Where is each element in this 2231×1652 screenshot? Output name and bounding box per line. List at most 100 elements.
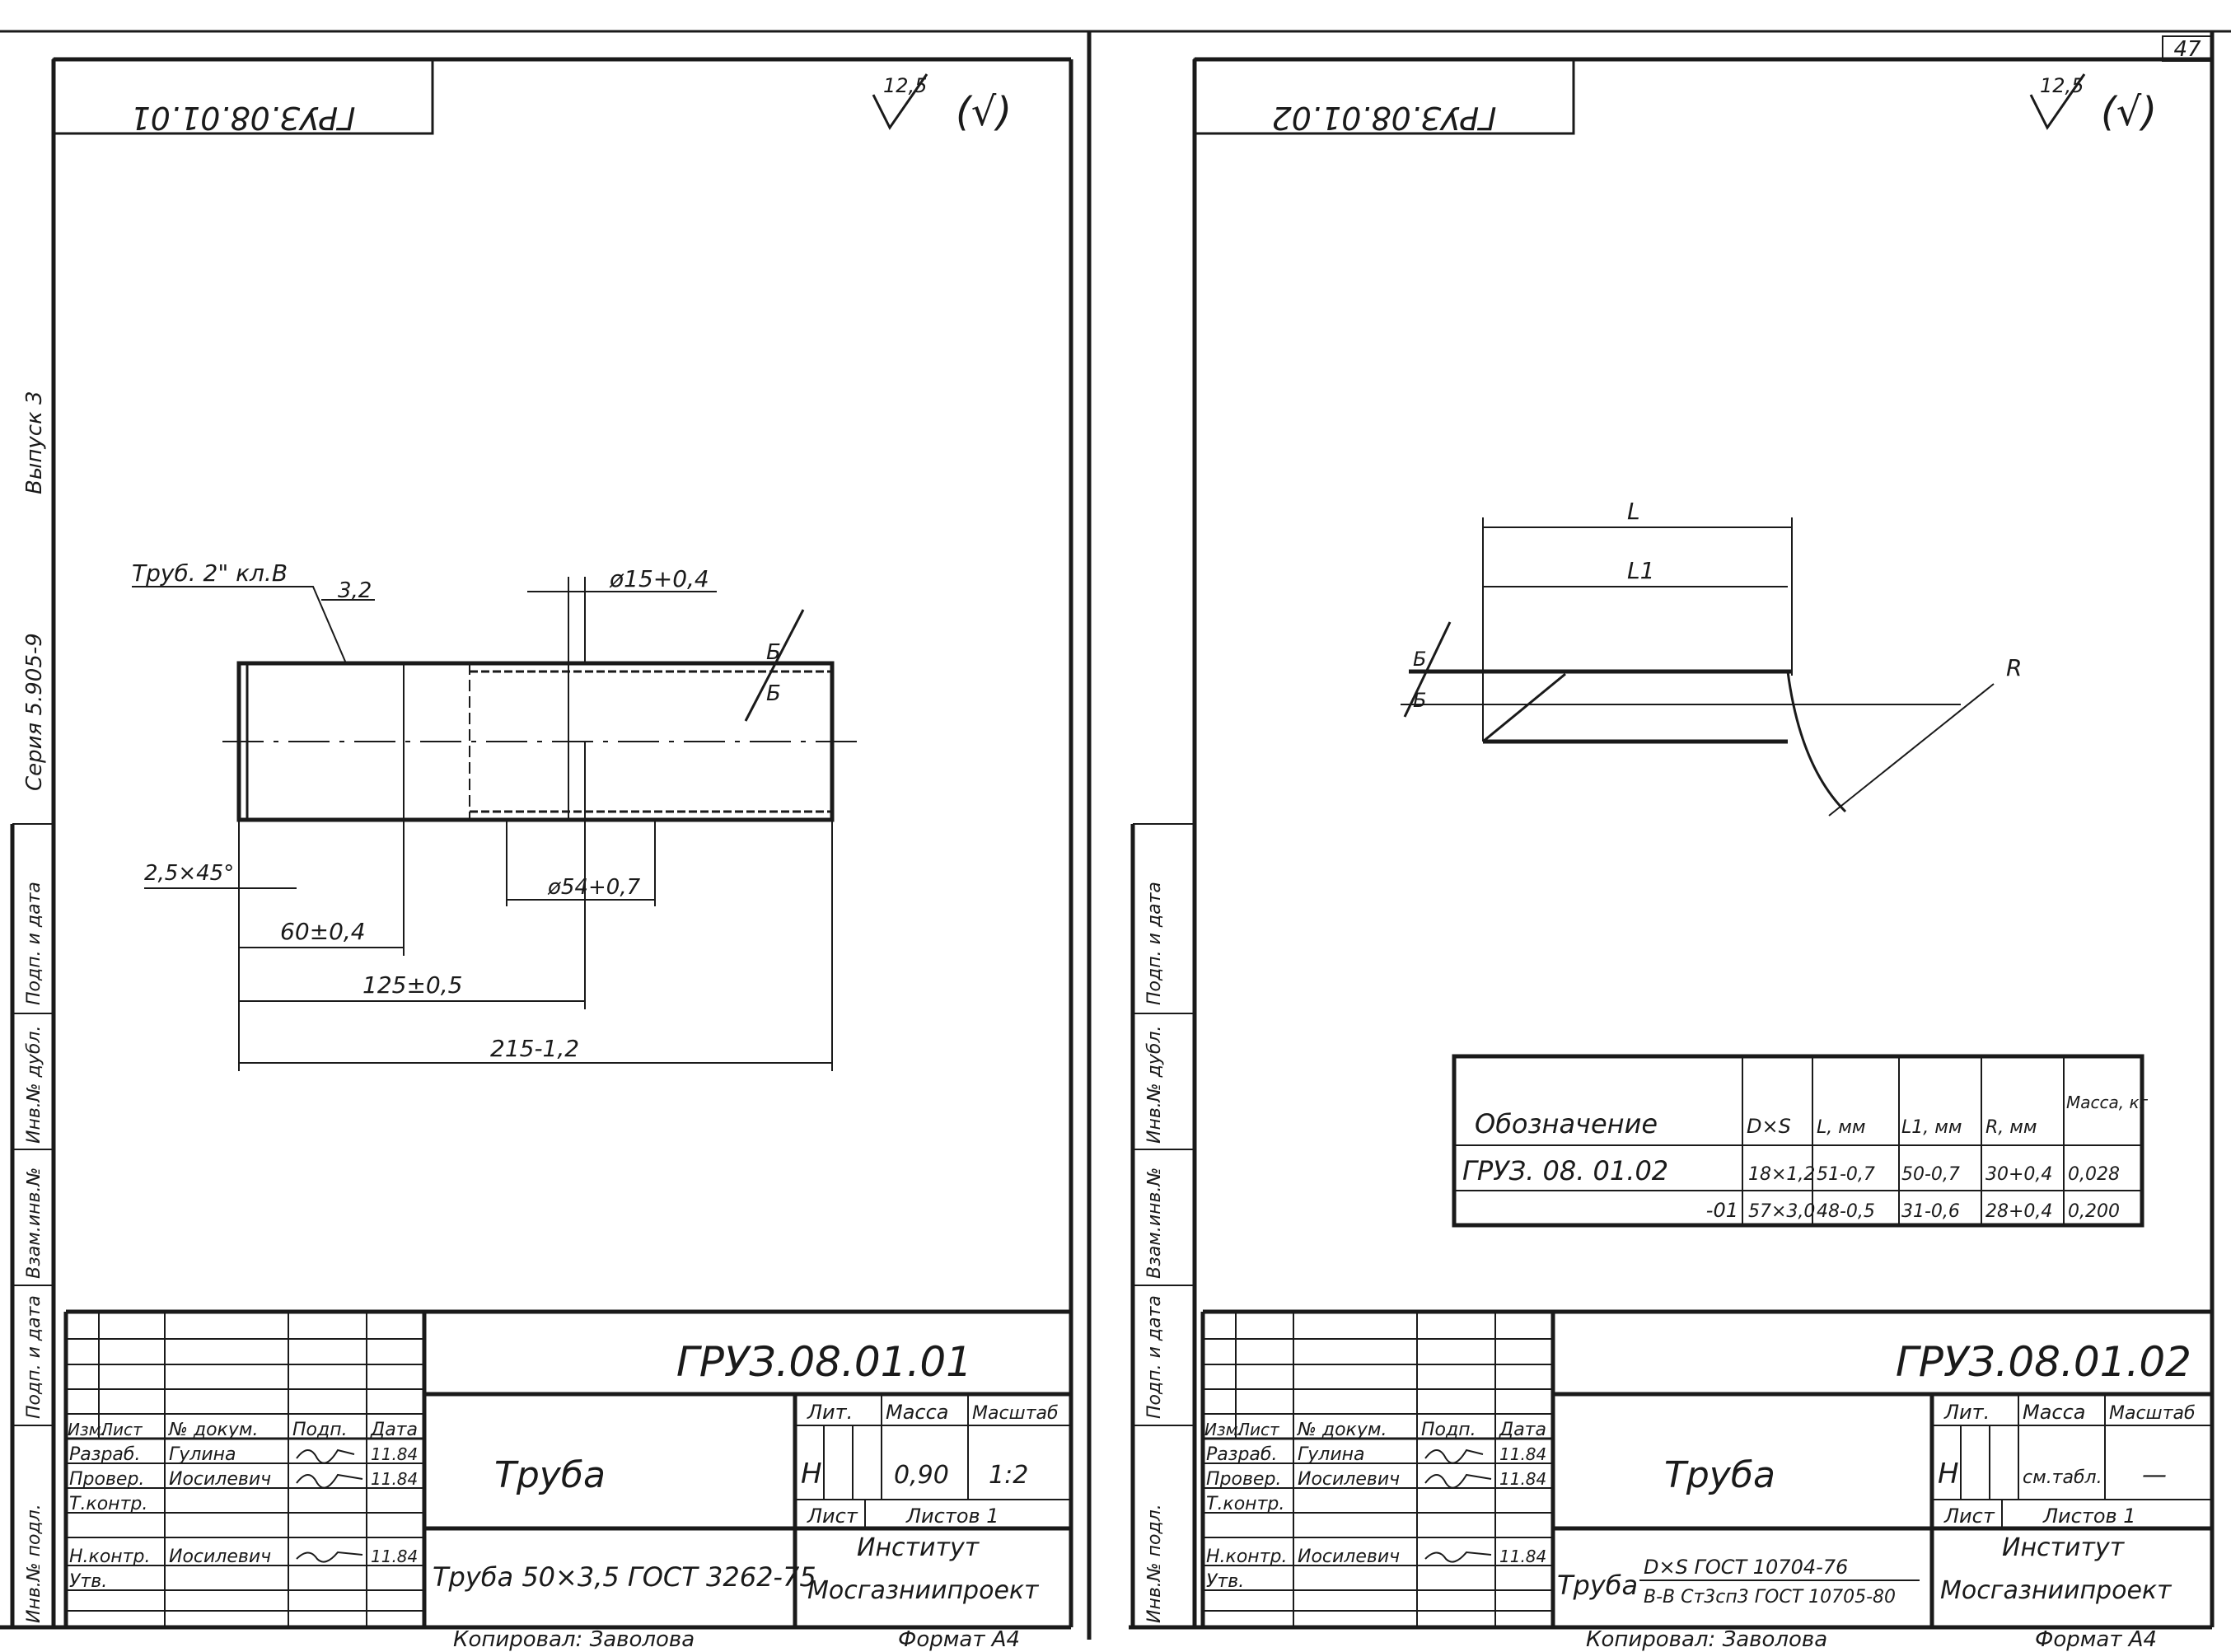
svg-text:Гулина: Гулина xyxy=(169,1444,236,1465)
dim-215: 215-1,2 xyxy=(490,1035,579,1062)
left-title-block: Изм. Лист № докум. Подп. Дата Разраб. Гу… xyxy=(63,1309,1071,1652)
dim-L: L xyxy=(1627,498,1640,525)
svg-text:Инв.№ дубл.: Инв.№ дубл. xyxy=(24,1025,44,1144)
svg-text:Утв.: Утв. xyxy=(1206,1571,1244,1592)
svg-text:Н.контр.: Н.контр. xyxy=(69,1547,150,1567)
right-org: Мосгазниипроект xyxy=(1940,1576,2173,1605)
svg-text:Масштаб: Масштаб xyxy=(2109,1403,2196,1424)
svg-text:0,028: 0,028 xyxy=(2068,1164,2120,1185)
svg-text:0,90: 0,90 xyxy=(894,1461,949,1490)
svg-text:Инв.№ подл.: Инв.№ подл. xyxy=(24,1504,44,1623)
svg-text:50-0,7: 50-0,7 xyxy=(1901,1164,1960,1185)
table-header: Обозначение xyxy=(1475,1108,1658,1140)
svg-text:Лист: Лист xyxy=(1943,1505,1995,1528)
svg-text:Т.контр.: Т.контр. xyxy=(69,1494,147,1514)
signature xyxy=(296,1551,363,1563)
thread-label: Труб. 2" кл.В xyxy=(132,559,288,587)
right-dimension-table: Обозначение D×S L, мм L1, мм R, мм Масса… xyxy=(1452,1054,2149,1228)
left-stamp-box xyxy=(52,58,434,135)
svg-text:Иосилевич: Иосилевич xyxy=(1298,1469,1400,1490)
svg-text:11.84: 11.84 xyxy=(371,1469,418,1489)
svg-text:L1, мм: L1, мм xyxy=(1901,1117,1962,1138)
svg-text:12,5: 12,5 xyxy=(2040,74,2084,97)
svg-text:Подп. и дата: Подп. и дата xyxy=(1144,1295,1165,1419)
left-part-name: Труба xyxy=(494,1454,606,1496)
right-stamp-mirrored: ГРУЗ.08.01.02 xyxy=(1272,100,1497,136)
svg-text:Листов 1: Листов 1 xyxy=(2042,1505,2136,1528)
svg-text:Формат А4: Формат А4 xyxy=(2035,1627,2157,1652)
left-roughness-mark: 12,5 (√) xyxy=(872,73,1012,135)
svg-text:Изм.: Изм. xyxy=(1204,1420,1243,1439)
right-stamp-box xyxy=(1193,58,1575,135)
svg-text:Изм.: Изм. xyxy=(68,1420,106,1439)
svg-text:Т.контр.: Т.контр. xyxy=(1206,1494,1284,1514)
svg-text:Дата: Дата xyxy=(370,1420,418,1440)
svg-text:Лит.: Лит. xyxy=(807,1401,853,1424)
svg-text:Б: Б xyxy=(766,640,781,665)
svg-text:Масса, кг: Масса, кг xyxy=(2066,1093,2149,1112)
svg-text:Б: Б xyxy=(766,681,781,706)
svg-text:28+0,4: 28+0,4 xyxy=(1985,1201,2052,1222)
svg-text:R, мм: R, мм xyxy=(1985,1117,2037,1138)
right-pipe-drawing: L L1 R Б Б xyxy=(1401,498,2022,817)
svg-text:Б: Б xyxy=(1413,689,1426,712)
svg-text:Листов 1: Листов 1 xyxy=(905,1505,999,1528)
svg-text:Взам.инв.№: Взам.инв.№ xyxy=(1144,1168,1165,1279)
right-title-block: Изм. Лист № докум. Подп. Дата Разраб. Гу… xyxy=(1200,1309,2212,1652)
svg-text:Инв.№ дубл.: Инв.№ дубл. xyxy=(1144,1025,1165,1144)
svg-text:Масса: Масса xyxy=(2023,1401,2086,1424)
svg-text:Подп.: Подп. xyxy=(1421,1420,1476,1440)
left-stamp-mirrored: ГРУЗ.08.01.01 xyxy=(131,100,356,136)
issue-label: Выпуск 3 xyxy=(22,391,47,494)
signature xyxy=(1424,1551,1492,1563)
dim-R: R xyxy=(2006,654,2022,681)
svg-text:11.84: 11.84 xyxy=(1499,1547,1546,1566)
left-org: Мосгазниипроект xyxy=(807,1576,1040,1605)
svg-text:Инв.№ подл.: Инв.№ подл. xyxy=(1144,1504,1165,1623)
svg-text:Б: Б xyxy=(1413,648,1426,671)
dim-L1: L1 xyxy=(1627,557,1654,584)
svg-text:Провер.: Провер. xyxy=(1206,1469,1281,1490)
right-roughness-mark: 12,5 (√) xyxy=(2029,73,2157,135)
left-material: Труба 50×3,5 ГОСТ 3262-75 xyxy=(433,1561,816,1593)
svg-text:Н: Н xyxy=(801,1458,822,1491)
left-sheet: ГРУЗ.08.01.01 12,5 (√) Серия 5.905-9 Вып… xyxy=(0,57,1073,1652)
left-pipe-drawing: Труб. 2" кл.В 3,2 ø15+0,4 Б Б 2,5×45° 60… xyxy=(132,559,857,1071)
svg-text:Копировал: Заволова: Копировал: Заволова xyxy=(1586,1627,1827,1652)
svg-text:Иосилевич: Иосилевич xyxy=(169,1469,271,1490)
svg-text:№ докум.: № докум. xyxy=(1297,1420,1387,1440)
table-cell: ГРУЗ. 08. 01.02 xyxy=(1462,1155,1668,1186)
left-designation: ГРУЗ.08.01.01 xyxy=(676,1338,972,1386)
right-sheet: ГРУЗ.08.01.02 12,5 (√) Подп. и дата Инв.… xyxy=(1129,31,2215,1652)
svg-text:Подп. и дата: Подп. и дата xyxy=(24,882,44,1005)
svg-text:L, мм: L, мм xyxy=(1817,1117,1865,1138)
svg-text:Формат А4: Формат А4 xyxy=(898,1627,1020,1652)
svg-text:Подп. и дата: Подп. и дата xyxy=(1144,882,1165,1005)
svg-text:—: — xyxy=(2142,1461,2167,1490)
signature xyxy=(296,1448,355,1464)
dim-125: 125±0,5 xyxy=(362,971,462,999)
svg-text:11.84: 11.84 xyxy=(1499,1469,1546,1489)
svg-text:D×S: D×S xyxy=(1747,1115,1791,1138)
svg-text:48-0,5: 48-0,5 xyxy=(1817,1201,1875,1222)
svg-text:Масса: Масса xyxy=(886,1401,949,1424)
svg-text:18×1,2: 18×1,2 xyxy=(1748,1164,1815,1185)
dim-60: 60±0,4 xyxy=(280,918,366,945)
svg-text:см.табл.: см.табл. xyxy=(2023,1467,2102,1488)
left-side-strip: Серия 5.905-9 Выпуск 3 Подп. и дата Инв.… xyxy=(10,391,54,1627)
svg-text:Подп.: Подп. xyxy=(292,1420,348,1440)
dim-d54: ø54+0,7 xyxy=(547,875,641,900)
svg-text:Подп. и дата: Подп. и дата xyxy=(24,1295,44,1419)
svg-text:-01: -01 xyxy=(1706,1199,1738,1222)
svg-text:1:2: 1:2 xyxy=(989,1461,1028,1490)
svg-text:D×S ГОСТ 10704-76: D×S ГОСТ 10704-76 xyxy=(1644,1556,1848,1579)
svg-text:№ докум.: № докум. xyxy=(168,1420,258,1440)
svg-text:Гулина: Гулина xyxy=(1298,1444,1365,1465)
right-side-strip: Подп. и дата Инв.№ дубл. Взам.инв.№ Подп… xyxy=(1130,823,1195,1627)
dim-chamfer: 2,5×45° xyxy=(144,861,234,886)
right-material-prefix: Труба xyxy=(1557,1570,1638,1601)
svg-text:Провер.: Провер. xyxy=(69,1469,144,1490)
svg-text:Утв.: Утв. xyxy=(69,1571,107,1592)
svg-text:11.84: 11.84 xyxy=(371,1444,418,1464)
